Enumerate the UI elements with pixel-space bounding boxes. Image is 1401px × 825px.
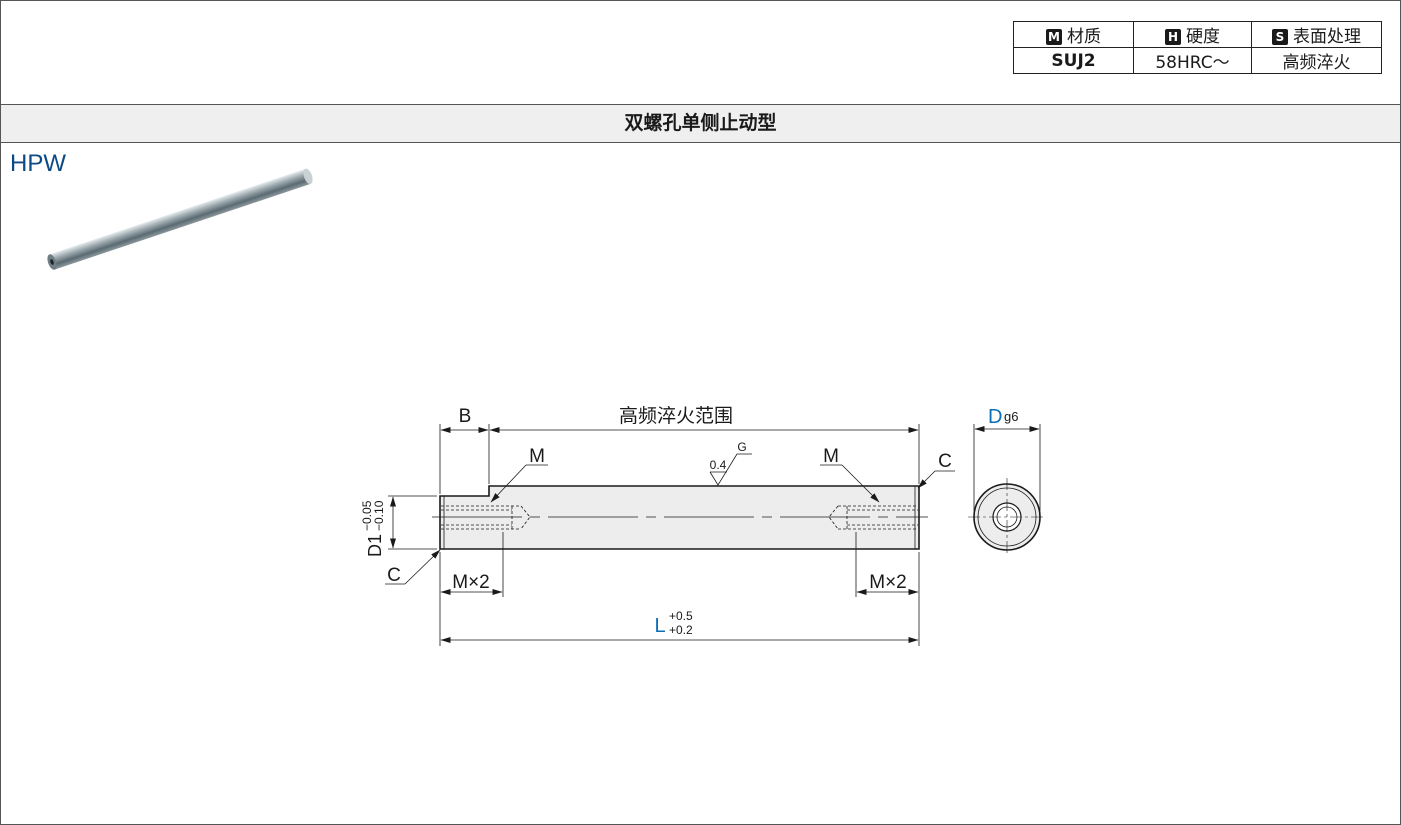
label-d: D [988, 406, 1002, 428]
label-grind: G [737, 440, 746, 454]
label-d1-group: D1 −0.05 −0.10 [360, 500, 386, 557]
shaft-body [49, 168, 311, 270]
spec-value-row: SUJ2 58HRC～ 高频淬火 [1013, 47, 1382, 74]
hidden-hole-right [828, 505, 918, 530]
spec-header-material-label: 材质 [1067, 27, 1101, 47]
label-m-left: M [529, 446, 545, 467]
label-d1-tol-lower: −0.10 [372, 500, 386, 531]
leader-m-left [490, 464, 527, 503]
label-m-right: M [823, 446, 839, 467]
label-roughness: 0.4 [710, 458, 727, 472]
end-view [968, 424, 1046, 556]
shaft-end-right [303, 168, 313, 185]
hardness-badge-icon: H [1165, 29, 1181, 45]
label-hardening-range: 高频淬火范围 [619, 405, 733, 427]
spec-value-surface: 高频淬火 [1251, 47, 1382, 74]
spec-header-surface-label: 表面处理 [1293, 27, 1361, 47]
product-photo [47, 168, 313, 270]
tapped-hole-icon [50, 259, 54, 265]
leader-m-right [841, 464, 880, 503]
label-d1-tol-upper: −0.05 [360, 500, 374, 531]
spec-header-row: M 材质 H 硬度 S 表面处理 [1013, 21, 1382, 48]
label-d-fit: g6 [1004, 409, 1018, 424]
model-code: HPW [10, 150, 66, 177]
label-l-tol-lower: +0.2 [669, 623, 693, 637]
material-badge-icon: M [1046, 29, 1062, 45]
label-b: B [459, 406, 472, 427]
section-title-band: 双螺孔单侧止动型 [1, 104, 1400, 143]
leader-c-left [404, 549, 441, 585]
section-title: 双螺孔单侧止动型 [624, 112, 777, 134]
label-d1: D1 [365, 534, 385, 557]
label-c-right: C [938, 451, 952, 472]
label-mx2-right: M×2 [869, 572, 907, 593]
spec-value-hardness: 58HRC～ [1133, 47, 1252, 74]
label-mx2-left: M×2 [452, 572, 490, 593]
surface-roughness-icon [709, 453, 752, 486]
label-l: L [654, 615, 665, 637]
spec-value-material: SUJ2 [1013, 47, 1134, 74]
spec-table: M 材质 H 硬度 S 表面处理 SUJ2 58HRC～ 高频淬火 [1013, 21, 1382, 74]
label-c-left: C [387, 565, 401, 586]
spec-header-hardness-label: 硬度 [1186, 27, 1220, 47]
leader-c-right [917, 470, 936, 489]
label-l-tol-upper: +0.5 [669, 609, 693, 623]
surface-badge-icon: S [1272, 29, 1288, 45]
extension-lines [388, 424, 920, 646]
hidden-hole-left [441, 505, 531, 530]
